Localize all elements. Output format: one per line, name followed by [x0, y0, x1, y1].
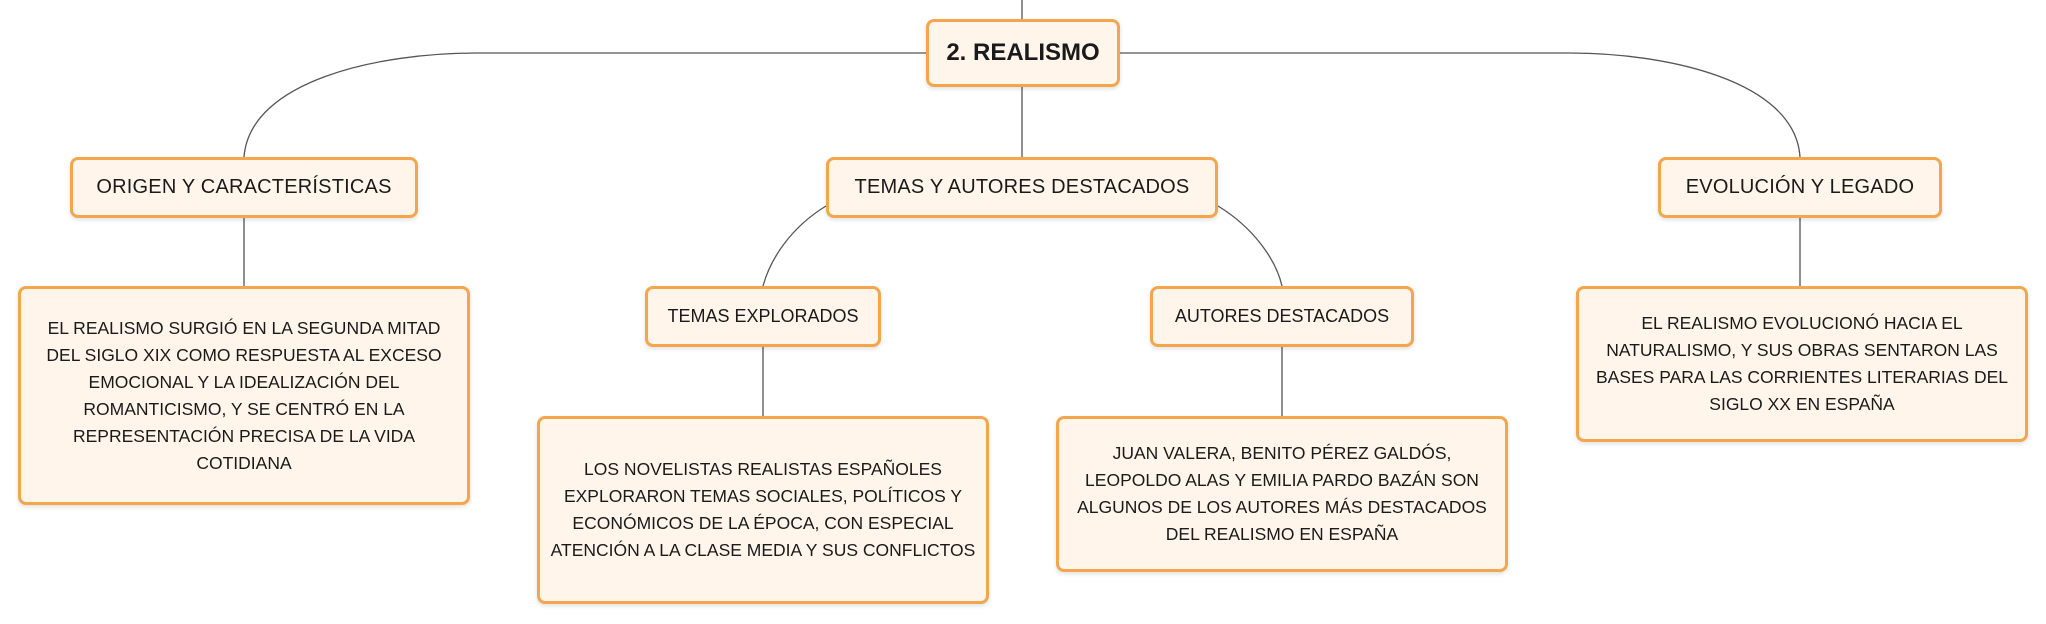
detail-node-text: EL REALISMO SURGIÓ EN LA SEGUNDA MITAD D… [46, 317, 442, 473]
detail-node-temas-explorados[interactable]: LOS NOVELISTAS REALISTAS ESPAÑOLES EXPLO… [537, 416, 989, 604]
branch-node-temas-autores[interactable]: TEMAS Y AUTORES DESTACADOS [826, 157, 1218, 218]
connector-temas-autores-autores [1217, 205, 1283, 287]
root-node-label: 2. REALISMO [946, 39, 1100, 66]
root-node-realismo[interactable]: 2. REALISMO [926, 19, 1120, 87]
branch-node-label: ORIGEN Y CARACTERÍSTICAS [96, 176, 392, 198]
branch-node-label: EVOLUCIÓN Y LEGADO [1685, 176, 1915, 198]
connector-root-evolucion [1120, 52, 1801, 158]
detail-node-text: JUAN VALERA, BENITO PÉREZ GALDÓS, LEOPOL… [1077, 443, 1487, 544]
connector-temas-autores-temas [762, 205, 827, 287]
detail-node-text: LOS NOVELISTAS REALISTAS ESPAÑOLES EXPLO… [550, 459, 976, 560]
detail-node-autores-destacados[interactable]: JUAN VALERA, BENITO PÉREZ GALDÓS, LEOPOL… [1056, 416, 1508, 572]
detail-node-evolucion[interactable]: EL REALISMO EVOLUCIONÓ HACIA EL NATURALI… [1576, 286, 2028, 442]
sub-node-label: AUTORES DESTACADOS [1174, 306, 1390, 326]
sub-node-label: TEMAS EXPLORADOS [667, 306, 859, 326]
branch-node-evolucion[interactable]: EVOLUCIÓN Y LEGADO [1658, 157, 1942, 218]
connector-root-origen [243, 52, 926, 158]
detail-node-origen[interactable]: EL REALISMO SURGIÓ EN LA SEGUNDA MITAD D… [18, 286, 470, 505]
detail-node-text: EL REALISMO EVOLUCIONÓ HACIA EL NATURALI… [1595, 313, 2009, 414]
branch-node-origen[interactable]: ORIGEN Y CARACTERÍSTICAS [70, 157, 418, 218]
sub-node-autores-destacados[interactable]: AUTORES DESTACADOS [1150, 286, 1414, 347]
sub-node-temas-explorados[interactable]: TEMAS EXPLORADOS [645, 286, 881, 347]
branch-node-label: TEMAS Y AUTORES DESTACADOS [854, 176, 1190, 198]
